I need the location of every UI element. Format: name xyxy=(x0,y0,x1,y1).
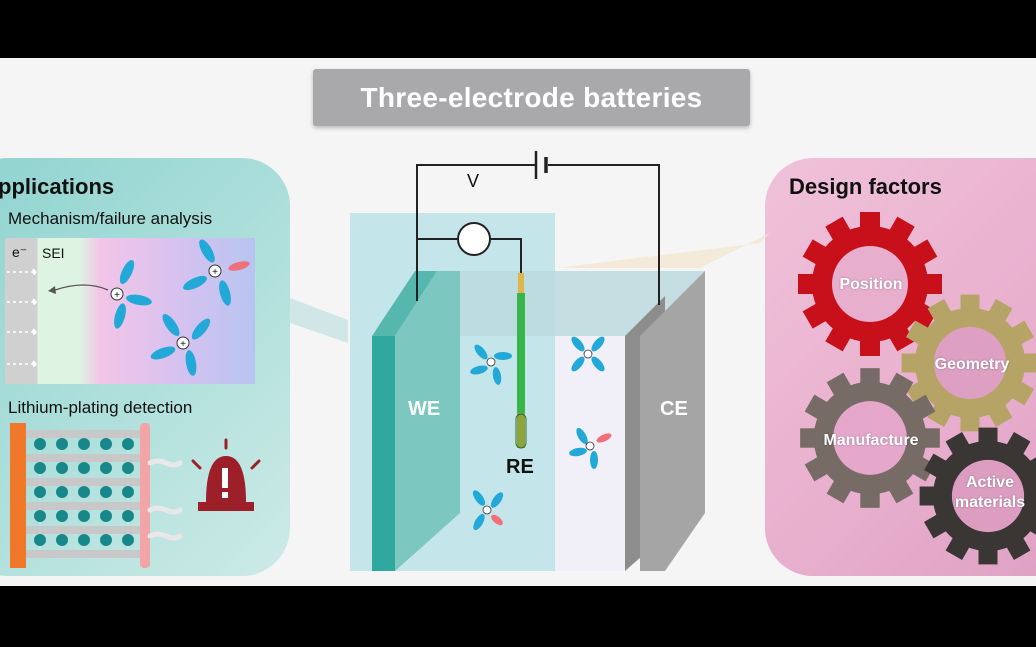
svg-text:+: + xyxy=(114,290,120,301)
voltmeter-icon xyxy=(457,222,491,256)
svg-text:+: + xyxy=(212,267,218,278)
gear-active-materials-icon xyxy=(919,427,1036,565)
factor-position: Position xyxy=(839,276,903,293)
re-label: RE xyxy=(506,456,534,478)
sei-label: SEI xyxy=(42,245,65,261)
electron-label: e⁻ xyxy=(12,244,28,260)
applications-heading: pplications xyxy=(0,174,115,199)
alarm-icon xyxy=(191,438,261,511)
ion-cluster: + xyxy=(183,239,231,306)
gear-geometry-icon xyxy=(901,294,1036,432)
voltmeter-label: V xyxy=(467,171,480,191)
we-label: WE xyxy=(408,398,441,420)
svg-text:+: + xyxy=(180,339,186,350)
factor-geometry: Geometry xyxy=(934,356,1010,373)
plating-illustration xyxy=(10,423,261,568)
mechanism-label: Mechanism/failure analysis xyxy=(8,209,213,228)
diagram-title: Three-electrode batteries xyxy=(360,81,703,113)
gear-position-icon xyxy=(798,212,942,356)
design-gears xyxy=(798,212,1036,565)
three-electrode-cell xyxy=(290,151,770,571)
gear-manufacture-icon xyxy=(800,368,940,508)
sei-detail-graphics xyxy=(7,267,109,369)
title-banner: Three-electrode batteries xyxy=(313,69,750,126)
ion-cluster: + xyxy=(150,313,211,376)
diagram-canvas: Three-electrode batteries pplications Me… xyxy=(0,58,1036,586)
design-factors-heading: Design factors xyxy=(789,174,942,199)
factor-active-materials: Active materials xyxy=(954,474,1026,511)
ce-label: CE xyxy=(660,398,688,420)
factor-manufacture: Manufacture xyxy=(823,432,919,449)
anion-icon xyxy=(228,261,250,271)
plating-label: Lithium-plating detection xyxy=(8,398,193,417)
ion-cluster: + xyxy=(110,260,152,329)
solvated-ions-sei: + + + xyxy=(110,239,250,376)
